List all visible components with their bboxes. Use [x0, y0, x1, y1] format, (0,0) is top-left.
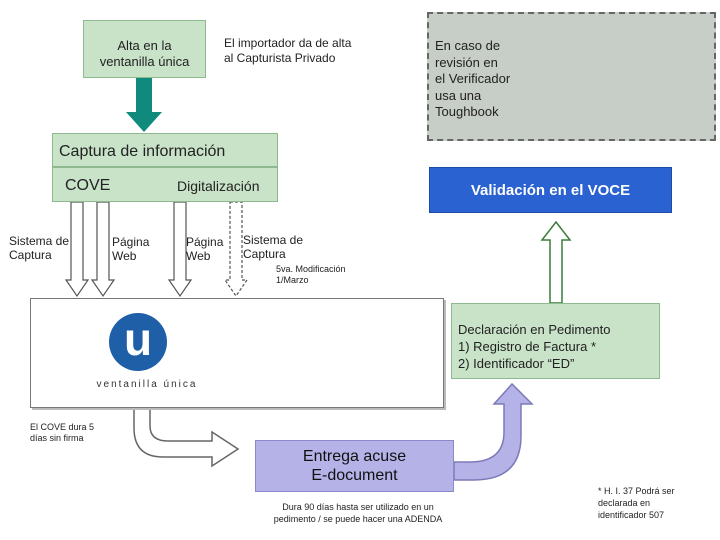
alta-ventanilla-text: Alta en la ventanilla única	[99, 38, 190, 69]
entrega-note: Dura 90 días hasta ser utilizado en un p…	[273, 502, 443, 524]
importador-text: El importador da de alta al Capturista P…	[224, 36, 352, 65]
entrega-title: Entrega acuse E-document	[302, 448, 407, 484]
down-arrow-web-1	[90, 201, 116, 298]
entrega-acuse-box: Entrega acuse E-document	[255, 440, 454, 492]
toughbook-box: En caso de revisión en el Verificador us…	[427, 12, 716, 141]
cove-nota: El COVE dura 5 días sin firma	[30, 422, 95, 443]
up-arrow-validacion	[540, 220, 572, 304]
alta-ventanilla-box: Alta en la ventanilla única	[83, 20, 206, 78]
captura-subrow: COVE Digitalización	[52, 167, 278, 202]
curved-arrow-to-declaracion	[453, 382, 534, 481]
captura-informacion-header: Captura de información	[52, 133, 278, 167]
digitalizacion-label: Digitalización	[177, 178, 260, 194]
modificacion-label: 5va. Modificación 1/Marzo	[276, 264, 346, 285]
toughbook-text: En caso de revisión en el Verificador us…	[435, 38, 511, 119]
ventanilla-logo-icon: u	[109, 313, 167, 371]
down-arrow-sistema-2	[223, 201, 249, 298]
sistema-captura-label-1: Sistema de Captura	[9, 234, 70, 262]
validacion-text: Validación en el VOCE	[470, 182, 631, 199]
captura-title: Captura de información	[59, 143, 226, 160]
down-arrow-web-2	[167, 201, 193, 298]
curved-arrow-to-entrega	[133, 407, 240, 468]
declaracion-item-1: 1) Registro de Factura *	[458, 339, 597, 354]
ventanilla-logo-caption: ventanilla única	[96, 379, 198, 390]
footnote: * H. I. 37 Podrá ser declarada en identi…	[598, 486, 675, 520]
teal-down-arrow	[126, 78, 162, 132]
sistema-captura-label-2: Sistema de Captura	[243, 233, 304, 261]
pagina-web-label-2: Página Web	[186, 235, 224, 263]
down-arrow-sistema-1	[64, 201, 90, 298]
declaracion-title: Declaración en Pedimento	[458, 322, 611, 337]
ventanilla-unica-logo-box: u ventanilla única	[30, 298, 444, 408]
cove-label: COVE	[65, 177, 111, 194]
declaracion-pedimento-box: Declaración en Pedimento 1) Registro de …	[451, 303, 660, 379]
pagina-web-label-1: Página Web	[112, 235, 150, 263]
validacion-voce-box: Validación en el VOCE	[429, 167, 672, 213]
declaracion-item-2: 2) Identificador “ED”	[458, 356, 575, 371]
